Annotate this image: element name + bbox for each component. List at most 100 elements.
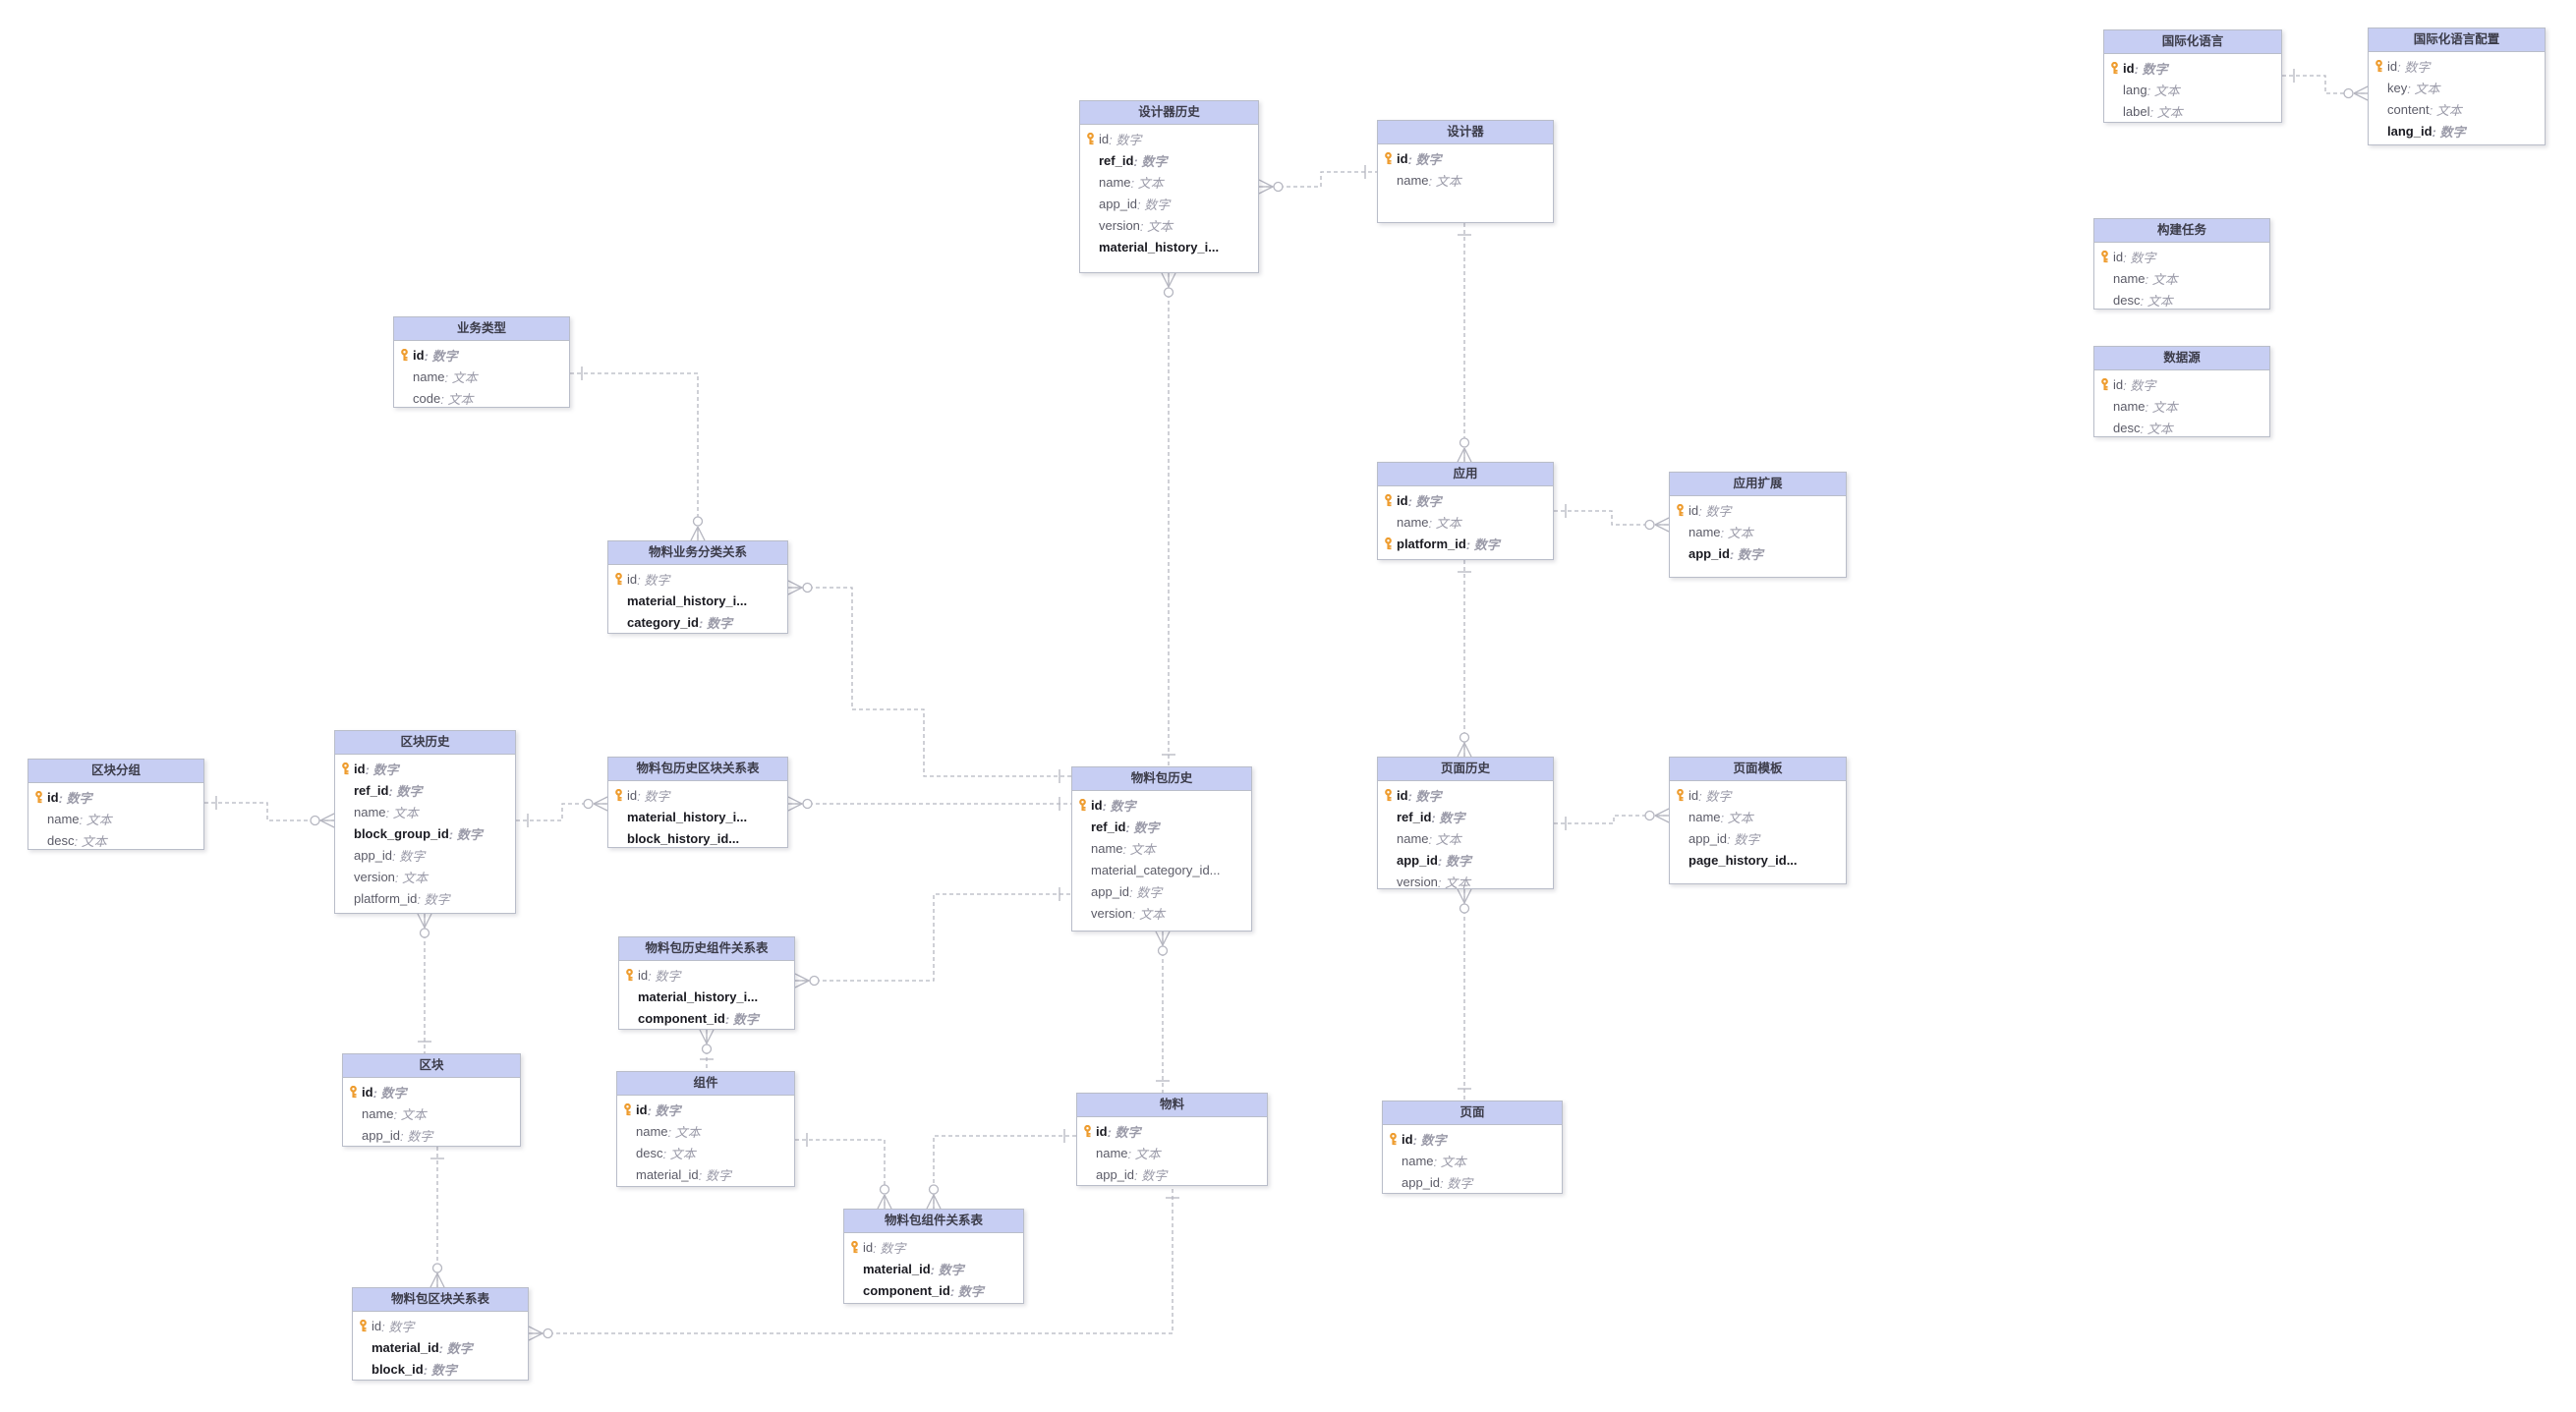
field-name: name bbox=[636, 1123, 668, 1139]
key-icon-wrap bbox=[348, 1085, 362, 1099]
field-row: desc文本 bbox=[2094, 417, 2269, 438]
field-row: app_id数字 bbox=[1077, 1163, 1267, 1185]
field-row: component_id数字 bbox=[619, 1007, 794, 1029]
entity-table-material_pkg_history_block_rel[interactable]: 物料包历史区块关系表id数字material_history_i...block… bbox=[607, 757, 788, 848]
field-row: material_history_i... bbox=[1080, 236, 1258, 257]
entity-title: 物料包历史区块关系表 bbox=[608, 758, 787, 781]
field-type: 文本 bbox=[1721, 523, 1753, 541]
entity-field-list: id数字lang文本label文本 bbox=[2104, 54, 2281, 122]
entity-field-list: id数字material_history_i...component_id数字 bbox=[619, 961, 794, 1029]
key-icon-wrap bbox=[33, 790, 47, 804]
entity-table-business_type[interactable]: 业务类型id数字name文本code文本 bbox=[393, 316, 570, 408]
field-name: id bbox=[2113, 249, 2124, 264]
entity-table-data_source[interactable]: 数据源id数字name文本desc文本 bbox=[2093, 346, 2270, 437]
entity-table-build_task[interactable]: 构建任务id数字name文本desc文本 bbox=[2093, 218, 2270, 310]
field-name: version bbox=[1091, 905, 1132, 921]
field-name: name bbox=[1397, 830, 1429, 846]
entity-table-application_extension[interactable]: 应用扩展id数字name文本app_id数字 bbox=[1669, 472, 1847, 578]
field-name: version bbox=[354, 869, 395, 884]
field-name: version bbox=[1397, 874, 1438, 889]
entity-title: 组件 bbox=[617, 1072, 794, 1096]
field-row: material_id数字 bbox=[353, 1336, 528, 1358]
primary-key-icon bbox=[624, 1102, 631, 1115]
primary-key-icon bbox=[1385, 493, 1392, 506]
relationship-connector bbox=[1554, 808, 1670, 830]
entity-table-block_history[interactable]: 区块历史id数字ref_id数字name文本block_group_id数字ap… bbox=[334, 730, 516, 914]
field-name: ref_id bbox=[1397, 809, 1432, 824]
field-name: id bbox=[1397, 150, 1408, 166]
entity-table-material_business_category_rel[interactable]: 物料业务分类关系id数字material_history_i...categor… bbox=[607, 540, 788, 634]
entity-table-designer_history[interactable]: 设计器历史id数字ref_id数字name文本app_id数字version文本… bbox=[1079, 100, 1259, 273]
field-type: 数字 bbox=[425, 346, 458, 365]
field-type: 数字 bbox=[2123, 248, 2155, 266]
field-type: 数字 bbox=[1408, 491, 1442, 510]
field-type: 数字 bbox=[873, 1238, 905, 1257]
entity-table-material_package_history[interactable]: 物料包历史id数字ref_id数字name文本material_category… bbox=[1071, 766, 1252, 932]
field-row: name文本 bbox=[29, 808, 203, 829]
entity-table-material_pkg_component_rel[interactable]: 物料包组件关系表id数字material_id数字component_id数字 bbox=[843, 1209, 1024, 1304]
field-type: 数字 bbox=[388, 781, 422, 800]
entity-table-designer[interactable]: 设计器id数字name文本 bbox=[1377, 120, 1554, 223]
field-row: material_history_i... bbox=[608, 806, 787, 827]
field-type: 数字 bbox=[1125, 818, 1159, 836]
entity-title: 物料包历史组件关系表 bbox=[619, 937, 794, 961]
entity-table-i18n_language[interactable]: 国际化语言id数字lang文本label文本 bbox=[2103, 29, 2282, 123]
key-icon-wrap bbox=[2099, 250, 2113, 263]
field-type: 数字 bbox=[1413, 1130, 1447, 1149]
field-type: 文本 bbox=[1429, 171, 1461, 190]
entity-table-material_pkg_block_rel[interactable]: 物料包区块关系表id数字material_id数字block_id数字 bbox=[352, 1287, 529, 1381]
entity-table-application[interactable]: 应用id数字name文本platform_id数字 bbox=[1377, 462, 1554, 560]
field-type: 数字 bbox=[1466, 535, 1500, 553]
field-name: material_id bbox=[863, 1261, 931, 1276]
entity-table-component[interactable]: 组件id数字name文本desc文本material_id数字 bbox=[616, 1071, 795, 1187]
entity-table-block[interactable]: 区块id数字name文本app_id数字 bbox=[342, 1053, 521, 1147]
field-row: id数字 bbox=[29, 786, 203, 808]
field-name: id bbox=[627, 787, 638, 803]
entity-title: 应用 bbox=[1378, 463, 1553, 486]
key-icon-wrap bbox=[399, 348, 413, 362]
entity-table-page_history[interactable]: 页面历史id数字ref_id数字name文本app_id数字version文本 bbox=[1377, 757, 1554, 890]
entity-field-list: id数字name文本app_id数字page_history_id... bbox=[1670, 781, 1846, 871]
field-name: category_id bbox=[627, 614, 699, 630]
primary-key-icon bbox=[2101, 250, 2108, 262]
field-row: label文本 bbox=[2104, 100, 2281, 122]
field-row: page_history_id... bbox=[1670, 849, 1846, 871]
entity-table-page[interactable]: 页面id数字name文本app_id数字 bbox=[1382, 1101, 1563, 1194]
entity-table-block_group[interactable]: 区块分组id数字name文本desc文本 bbox=[28, 759, 204, 850]
field-row: id数字 bbox=[394, 344, 569, 366]
entity-title: 数据源 bbox=[2094, 347, 2269, 370]
field-name: name bbox=[1099, 174, 1131, 190]
field-name: id bbox=[863, 1239, 874, 1255]
field-name: platform_id bbox=[1397, 536, 1466, 551]
field-name: page_history_id... bbox=[1689, 852, 1798, 868]
field-row: version文本 bbox=[1072, 902, 1251, 924]
field-type: 数字 bbox=[1408, 786, 1442, 805]
primary-key-icon bbox=[1385, 537, 1392, 549]
entity-title: 物料业务分类关系 bbox=[608, 541, 787, 565]
field-type: 文本 bbox=[394, 1104, 427, 1123]
field-type: 数字 bbox=[381, 1317, 414, 1335]
primary-key-icon bbox=[342, 762, 349, 774]
key-icon-wrap bbox=[622, 1102, 636, 1116]
field-type: 文本 bbox=[445, 367, 478, 386]
field-row: version文本 bbox=[335, 866, 515, 887]
entity-field-list: id数字key文本content文本lang_id数字 bbox=[2369, 52, 2545, 141]
entity-table-i18n_language_config[interactable]: 国际化语言配置id数字key文本content文本lang_id数字 bbox=[2368, 28, 2546, 145]
field-name: id bbox=[1397, 787, 1408, 803]
primary-key-icon bbox=[2376, 59, 2382, 72]
field-type: 数字 bbox=[1103, 796, 1136, 815]
entity-table-material[interactable]: 物料id数字name文本app_id数字 bbox=[1076, 1093, 1268, 1186]
field-name: code bbox=[413, 390, 441, 406]
field-name: app_id bbox=[362, 1127, 401, 1143]
field-row: name文本 bbox=[2094, 267, 2269, 289]
primary-key-icon bbox=[626, 968, 633, 981]
entity-table-material_pkg_history_component_rel[interactable]: 物料包历史组件关系表id数字material_history_i...compo… bbox=[618, 936, 795, 1030]
field-name: app_id bbox=[1096, 1166, 1135, 1182]
field-row: id数字 bbox=[619, 964, 794, 986]
field-type: 数字 bbox=[637, 570, 669, 589]
entity-table-page_template[interactable]: 页面模板id数字name文本app_id数字page_history_id... bbox=[1669, 757, 1847, 884]
field-type: 数字 bbox=[2123, 375, 2155, 394]
field-row: id数字 bbox=[1378, 784, 1553, 806]
field-row: name文本 bbox=[394, 366, 569, 387]
